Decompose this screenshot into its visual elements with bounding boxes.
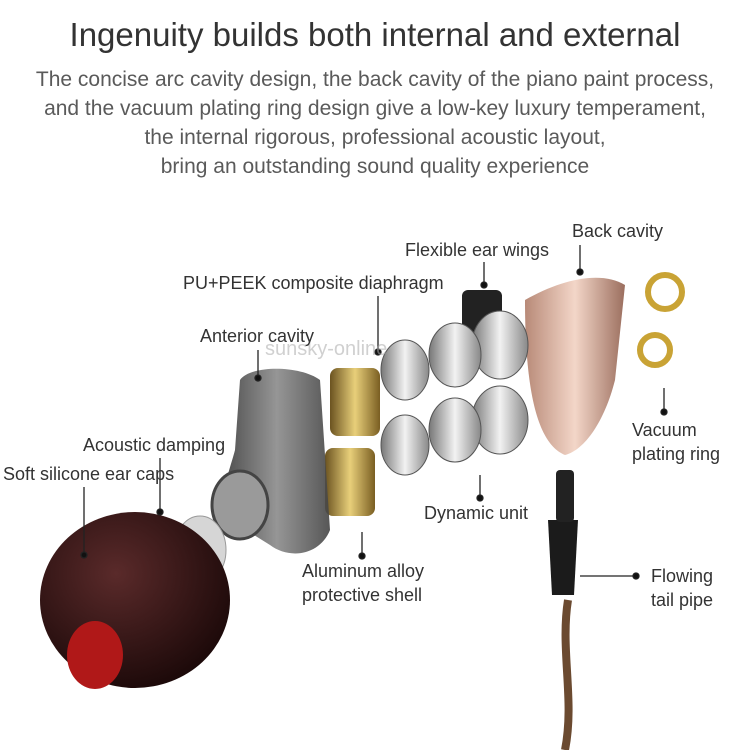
subtitle-line: The concise arc cavity design, the back … [35,68,715,91]
label-shell-line1: Aluminum alloy [302,561,425,581]
label-back-cavity: Back cavity [572,221,664,241]
plating-ring [637,332,673,368]
label-shell-line2: protective shell [302,585,423,605]
plating-ring [645,272,685,312]
label-anterior-cavity: Anterior cavity [200,326,315,346]
label-vacuum-ring-line2: plating ring [632,444,721,464]
subtitle-line: and the vacuum plating ring design give … [44,97,706,120]
label-acoustic-damping: Acoustic damping [83,435,226,455]
leader-lines [80,245,668,580]
subtitle-line: bring an outstanding sound quality exper… [160,155,590,178]
subtitle-line: the internal rigorous, professional acou… [144,126,606,149]
back-cavity [525,277,625,455]
label-flexible-ear-wings: Flexible ear wings [405,240,550,260]
dynamic-units [380,310,529,476]
gold-cylinder [330,368,380,436]
label-tail-line2: tail pipe [651,590,714,610]
label-diaphragm: PU+PEEK composite diaphragm [183,273,444,293]
label-dynamic-unit: Dynamic unit [424,503,529,523]
tail-pipe [548,520,578,595]
label-vacuum-ring-line1: Vacuum [632,420,697,440]
headline: Ingenuity builds both internal and exter… [69,16,681,53]
cable [561,599,573,750]
watermark: sunsky-online [265,338,388,360]
gold-cylinder [325,448,375,516]
label-tail-line1: Flowing [651,566,714,586]
label-ear-caps: Soft silicone ear caps [3,464,175,484]
